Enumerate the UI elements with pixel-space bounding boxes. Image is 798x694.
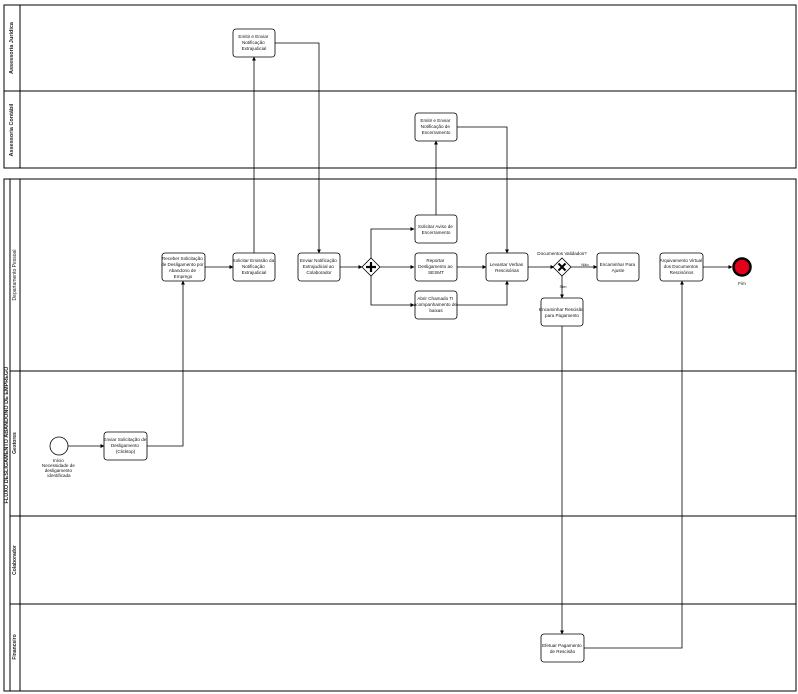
flow-chamado-to-levantar <box>457 280 509 306</box>
task-reportar-sesmt: Reportar Desligamento ao SESMT <box>414 252 458 282</box>
x-icon <box>557 262 567 272</box>
task-encaminhar-pagamento: Encaminhar Rescisão para Pagamento <box>539 297 585 327</box>
lane-label-financeiro: Financeiro <box>12 634 18 659</box>
task-text-emitir-extrajudicial: Emitir e Enviar Notificação Extrajudicia… <box>238 34 269 51</box>
pool-label-assessoria-juridica: Assessoria Jurídica <box>9 21 15 74</box>
task-receber-solicitacao: Receber Solicitação de Desligamento por … <box>161 252 206 282</box>
flow-gateway-to-chamado <box>370 276 415 307</box>
task-text-reportar-sesmt: Reportar Desligamento ao SESMT <box>418 258 454 275</box>
pool-label-fluxo: FLUXO DESLIGAMENTO ABANDONO DE EMPREGO <box>4 366 10 504</box>
task-efetuar-pagamento: Efetuar Pagamento de Rescisão <box>540 633 585 663</box>
flow-efetuar-to-arquivamento <box>584 280 684 649</box>
parallel-gateway <box>361 257 381 277</box>
end-event <box>732 257 752 277</box>
task-text-encaminhar-ajuste: Encaminhar Para Ajuste <box>600 262 637 273</box>
task-text-enviar-notificacao: Enviar Notificação Extrajudicial ao Cola… <box>300 258 338 275</box>
task-text-levantar-verbas: Levantar Verbas Rescisórias <box>490 262 525 273</box>
task-solicitar-emissao: Solicitar Emissão da Notificação Extraju… <box>233 252 276 282</box>
task-text-solicitar-aviso: Solicitar Aviso de Encerramento <box>418 224 454 235</box>
flow-encerramento-to-levantar <box>457 126 509 254</box>
pool-fluxo-desligamento: FLUXO DESLIGAMENTO ABANDONO DE EMPREGO D… <box>3 178 797 692</box>
lane-label-departamento-pessoal: Departamento Pessoal <box>12 250 18 301</box>
start-event-label: Início Necessidade de desligamento ident… <box>42 458 76 478</box>
flow-gateway-to-aviso <box>370 227 415 258</box>
task-levantar-verbas: Levantar Verbas Rescisórias <box>485 252 529 282</box>
pool-assessoria-juridica: Assessoria Jurídica <box>3 4 797 92</box>
task-text-emitir-encerramento: Emitir e Enviar Notificação de Encerrame… <box>420 118 451 135</box>
lane-label-colaborador: Colaborador <box>12 545 18 575</box>
pool-assessoria-contabil: Assessoria Contábil <box>3 90 797 169</box>
exclusive-gateway-documentos <box>552 257 572 277</box>
task-arquivamento: Arquivamento Virtual dos Documentos Resc… <box>660 252 704 282</box>
task-text-arquivamento: Arquivamento Virtual dos Documentos Resc… <box>660 258 704 275</box>
task-enviar-solicitacao: Enviar Solicitação de Desligamento (Clic… <box>103 431 148 461</box>
gateway-no-label: Não <box>581 262 589 267</box>
task-emitir-encerramento: Emitir e Enviar Notificação de Encerrame… <box>414 112 458 142</box>
task-abrir-chamado: Abrir Chamado TI acompanhamento de baixa… <box>414 290 458 320</box>
flow-emitir-to-enviar-notificacao <box>275 42 321 254</box>
flow-enviar-to-receber <box>147 280 185 447</box>
task-text-efetuar-pagamento: Efetuar Pagamento de Rescisão <box>542 643 583 654</box>
lane-label-gestores: Gestores <box>12 432 18 454</box>
task-emitir-extrajudicial: Emitir e Enviar Notificação Extrajudicia… <box>232 28 276 58</box>
task-text-encaminhar-pagamento: Encaminhar Rescisão para Pagamento <box>539 307 585 318</box>
gateway-yes-label: Sim <box>560 284 568 289</box>
task-text-receber-solicitacao: Receber Solicitação de Desligamento por … <box>161 256 205 279</box>
task-text-solicitar-emissao: Solicitar Emissão da Notificação Extraju… <box>233 258 276 275</box>
task-solicitar-aviso: Solicitar Aviso de Encerramento <box>414 214 458 244</box>
gateway-question-label: Documentos Validados? <box>537 251 587 256</box>
task-encaminhar-ajuste: Encaminhar Para Ajuste <box>596 252 640 282</box>
pool-label-assessoria-contabil: Assessoria Contábil <box>9 103 15 156</box>
plus-icon <box>366 262 376 272</box>
task-text-abrir-chamado: Abrir Chamado TI acompanhamento de baixa… <box>414 296 458 313</box>
task-enviar-notificacao: Enviar Notificação Extrajudicial ao Cola… <box>297 252 341 282</box>
end-event-label: Fim <box>738 281 746 286</box>
task-text-enviar-solicitacao: Enviar Solicitação de Desligamento (Clic… <box>103 437 147 454</box>
connectors <box>68 42 733 649</box>
start-event <box>49 436 69 456</box>
